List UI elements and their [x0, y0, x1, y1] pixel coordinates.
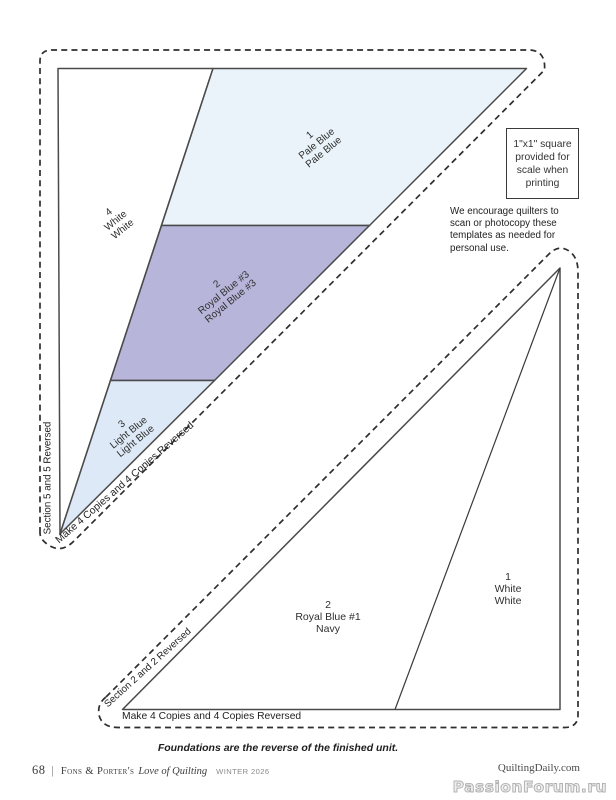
section2-outline: [121, 267, 561, 711]
magazine-title: Love of Quilting: [138, 766, 208, 777]
scale-box-line: printing: [525, 177, 560, 189]
section2-copies-label: Make 4 Copies and 4 Copies Reversed: [122, 711, 302, 722]
piece-label-s2-1: 1 White White: [495, 571, 522, 607]
section5-side-label: Section 5 and 5 Reversed: [42, 421, 54, 535]
notice-line: scan or photocopy these: [450, 218, 557, 230]
page-footer: 68 | Fons & Porter's Love of Quilting WINTE…: [32, 761, 584, 779]
page-number: 68: [32, 763, 46, 777]
piece-fabric: White: [494, 583, 522, 595]
foundation-note: Foundations are the reverse of the finis…: [157, 742, 399, 754]
notice-line: templates as needed for: [450, 230, 556, 242]
section2-piece-divider: [394, 267, 561, 710]
photocopy-notice: We encourage quilters to scan or photoco…: [450, 206, 575, 255]
piece-fabric-repeat: White: [494, 595, 522, 607]
footer-divider: |: [51, 763, 54, 777]
issue-label: WINTER 2026: [216, 767, 270, 776]
piece-number: 2: [325, 599, 331, 611]
piece-fabric-alt: Navy: [316, 623, 340, 635]
publisher-name: Fons & Porter's: [60, 766, 135, 777]
scale-box-line: 1"x1" square: [513, 138, 572, 150]
piece-label-s2-2: 2 Royal Blue #1 Navy: [295, 599, 360, 635]
watermark: PassionForum.ru: [452, 778, 607, 797]
piece-fabric: Royal Blue #1: [295, 611, 361, 623]
scale-box-line: provided for: [515, 151, 570, 163]
section5-dashed-outline: [39, 49, 546, 550]
scale-box-line: scale when: [516, 164, 569, 176]
notice-line: We encourage quilters to: [450, 206, 559, 217]
website-link: QuiltingDaily.com: [497, 762, 580, 774]
piece-number: 1: [505, 571, 511, 583]
scale-reference-box: 1"x1" square provided for scale when pri…: [506, 128, 579, 199]
section5-piece3-light-blue: [59, 379, 216, 535]
notice-line: personal use.: [450, 242, 509, 254]
section5-piece1-pale-blue: [160, 67, 528, 227]
section2-dashed-outline: [97, 247, 579, 729]
